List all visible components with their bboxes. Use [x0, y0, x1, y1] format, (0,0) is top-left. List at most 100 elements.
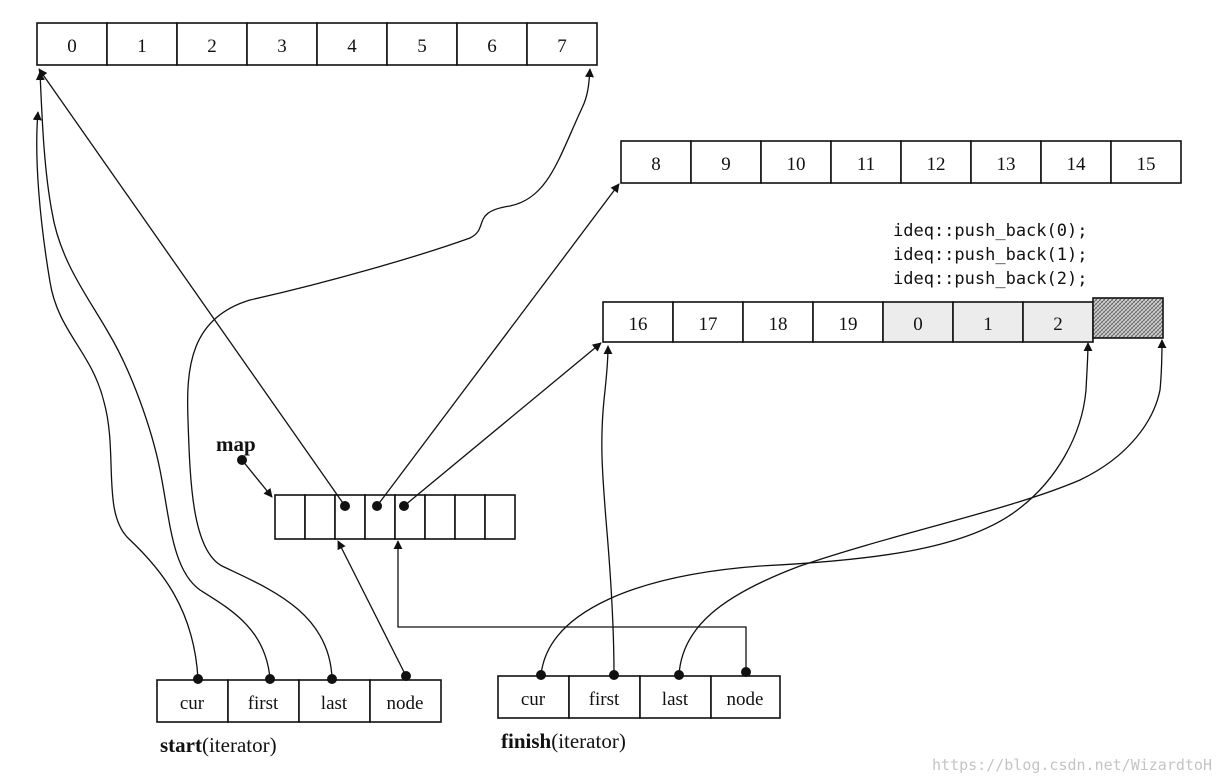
finish-node-arrow: [393, 540, 747, 672]
buffer-a-cell-label: 5: [417, 36, 427, 57]
buffer-a-cell: 5: [386, 22, 458, 66]
map-node-array: map: [216, 432, 516, 540]
buffer-a-cell-label: 6: [487, 36, 497, 57]
finish-iterator-field-label: last: [662, 689, 689, 710]
start-cur-arrow: [32, 111, 199, 680]
map-slot: [274, 494, 306, 540]
start-iterator-caption: start(iterator): [160, 733, 277, 757]
finish-iterator-field-label: cur: [521, 689, 546, 710]
map-slot-to-buffer-a-arrow: [38, 68, 346, 507]
buffer-a-cell: 3: [246, 22, 318, 66]
buffer-b-cell: 13: [970, 140, 1042, 184]
map-slot-to-buffer-b-arrow: [376, 183, 620, 507]
buffer-c-cell-label: 1: [983, 314, 993, 335]
finish-iterator-suffix: (iterator): [551, 729, 626, 753]
buffer-a-cell-label: 7: [557, 36, 567, 57]
start-iterator-field: [227, 679, 300, 723]
map-to-buffer-arrows: [38, 68, 620, 507]
start-iterator-field: [369, 679, 442, 723]
map-label: map: [216, 432, 256, 456]
buffer-b-cell-label: 12: [927, 154, 946, 175]
buffer-c-cell-label: 18: [769, 314, 788, 335]
buffer-c-cell: 17: [672, 301, 744, 343]
start-node-arrow: [337, 540, 407, 677]
push-back-code: ideq::push_back(0); ideq::push_back(1); …: [893, 221, 1087, 289]
map-slot: [394, 494, 426, 540]
finish-iterator-field: [710, 675, 781, 719]
map-slot: [484, 494, 516, 540]
buffer-c-cell-label: 0: [913, 314, 923, 335]
buffer-a-cell: 7: [526, 22, 598, 66]
buffer-b-cell-label: 14: [1067, 154, 1087, 175]
start-last-arrow: [187, 68, 594, 680]
buffer-b-cell-label: 9: [721, 154, 731, 175]
finish-iterator: cur first last node finish(iterator): [497, 667, 781, 753]
buffer-c-cell-label: 19: [839, 314, 858, 335]
buffer-b-cell-label: 15: [1137, 154, 1156, 175]
buffer-b-cell: 11: [830, 140, 902, 184]
buffer-c-cell: 19: [812, 301, 884, 343]
start-iterator-field-label: cur: [180, 693, 205, 714]
finish-cur-arrow: [540, 342, 1093, 676]
buffer-a-cell: 6: [456, 22, 528, 66]
buffer-a-cell-label: 0: [67, 36, 77, 57]
map-pointer-arrow: [241, 459, 273, 498]
finish-iterator-field: [568, 675, 641, 719]
buffer-c-cell-end: [1092, 297, 1164, 339]
buffer-a-cell: 0: [36, 22, 108, 66]
map-slot: [304, 494, 336, 540]
buffer-a-cell-label: 4: [347, 36, 357, 57]
buffer-b-cell: 14: [1040, 140, 1112, 184]
buffer-c-cell: 18: [742, 301, 814, 343]
map-slot: [454, 494, 486, 540]
buffer-b-cell: 9: [690, 140, 762, 184]
buffer-b: 8 9 10 11 12 13 14 15: [620, 140, 1182, 184]
buffer-c: 16 17 18 19 0 1 2: [602, 297, 1164, 343]
code-line: ideq::push_back(1);: [893, 245, 1087, 265]
buffer-a-cell: 2: [176, 22, 248, 66]
buffer-c-cell-label: 16: [629, 314, 648, 335]
buffer-c-cell: 16: [602, 301, 674, 343]
map-slot: [424, 494, 456, 540]
start-iterator-field-label: node: [387, 693, 424, 714]
start-iterator-field-label: first: [248, 693, 279, 714]
buffer-a-cell-label: 2: [207, 36, 217, 57]
buffer-a-cell-label: 1: [137, 36, 147, 57]
watermark: https://blog.csdn.net/WizardtoH: [932, 756, 1212, 774]
start-iterator-field: [298, 679, 371, 723]
finish-iterator-field: [639, 675, 712, 719]
code-line: ideq::push_back(2);: [893, 269, 1087, 289]
buffer-b-cell-label: 10: [787, 154, 806, 175]
map-slot-to-buffer-c-arrow: [403, 342, 602, 507]
start-first-arrow: [35, 71, 271, 680]
start-iterator: cur first last node start(iterator): [156, 671, 442, 757]
start-iterator-suffix: (iterator): [202, 733, 277, 757]
buffer-b-cell: 12: [900, 140, 972, 184]
finish-iterator-field-label: node: [727, 689, 764, 710]
start-iterator-field-label: last: [321, 693, 348, 714]
buffer-b-cell-label: 11: [857, 154, 875, 175]
buffer-c-cell-pushed: 1: [952, 301, 1024, 343]
buffer-a-cell-label: 3: [277, 36, 287, 57]
map-slot: [334, 494, 366, 540]
start-iterator-pointers: [32, 68, 594, 680]
finish-iterator-pointers: [393, 339, 1167, 676]
buffer-b-cell: 15: [1110, 140, 1182, 184]
buffer-a: 0 1 2 3 4 5 6 7: [36, 22, 598, 66]
buffer-a-cell: 4: [316, 22, 388, 66]
buffer-b-cell-label: 8: [651, 154, 661, 175]
buffer-c-cell-pushed: 2: [1022, 301, 1094, 343]
finish-first-arrow: [601, 345, 615, 676]
buffer-a-cell: 1: [106, 22, 178, 66]
buffer-c-cell-label: 17: [699, 314, 718, 335]
buffer-b-cell: 10: [760, 140, 832, 184]
buffer-c-cell-label: 2: [1053, 314, 1063, 335]
finish-iterator-caption: finish(iterator): [501, 729, 626, 753]
finish-iterator-name: finish: [501, 729, 552, 753]
start-iterator-name: start: [160, 733, 202, 757]
finish-iterator-field-label: first: [589, 689, 620, 710]
code-line: ideq::push_back(0);: [893, 221, 1087, 241]
buffer-c-cell-pushed: 0: [882, 301, 954, 343]
buffer-b-cell: 8: [620, 140, 692, 184]
